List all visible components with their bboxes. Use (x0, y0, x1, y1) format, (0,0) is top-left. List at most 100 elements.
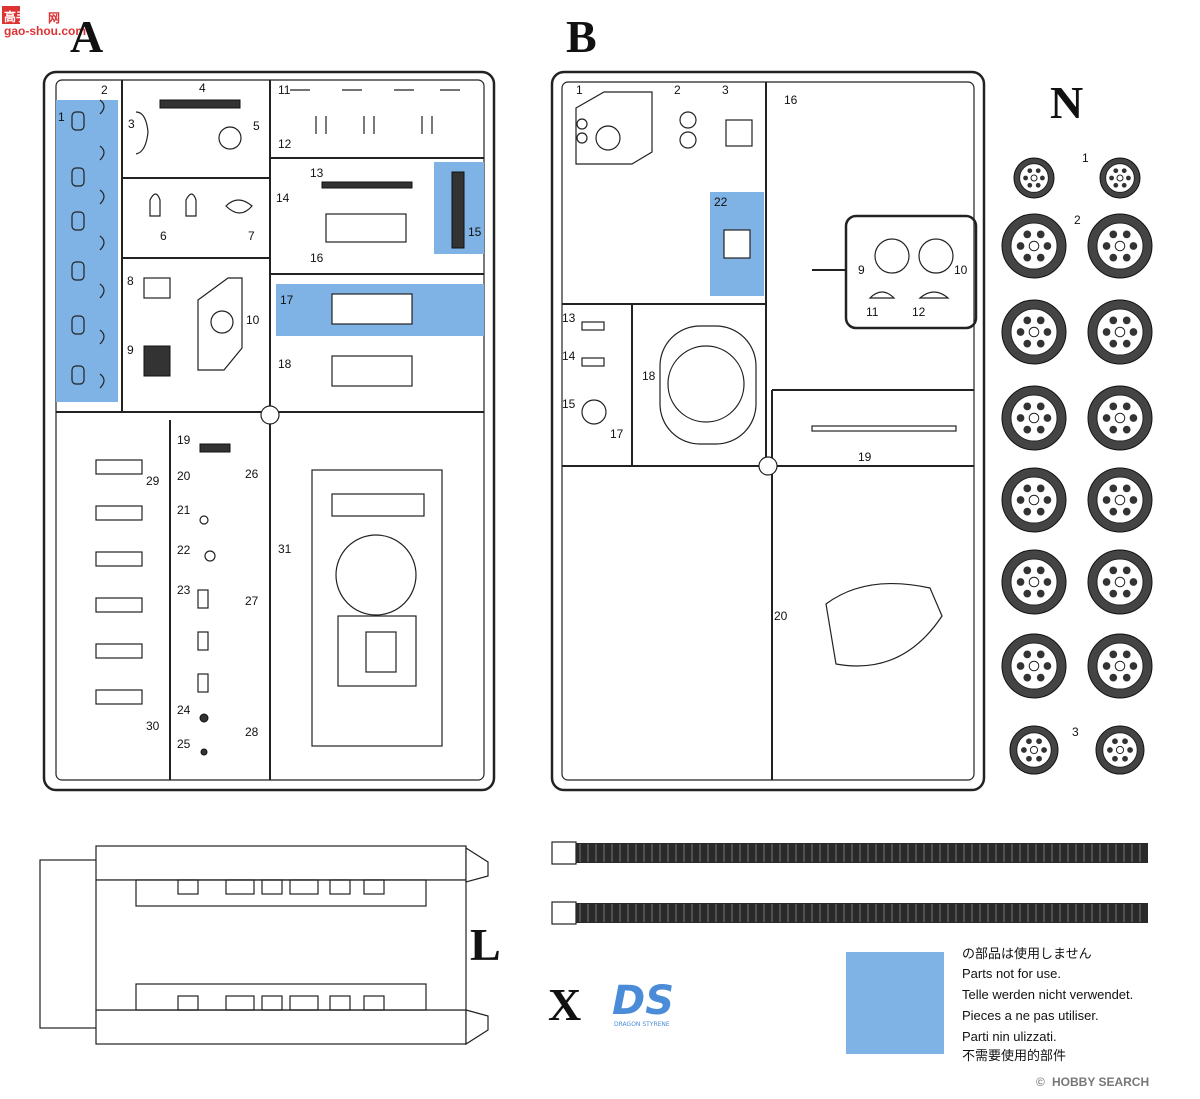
part-a16-label: 16 (310, 251, 324, 265)
wheel-n2-left-2 (1001, 299, 1067, 365)
part-a26-label: 26 (245, 467, 259, 481)
legend-swatch (846, 952, 944, 1054)
wheel-n2-right-4 (1087, 467, 1153, 533)
hobby-search-watermark: © HOBBY SEARCH (1036, 1075, 1149, 1089)
sprue-a-numbers: 1 2 3 4 5 6 7 8 9 10 11 12 13 14 15 16 1… (58, 81, 482, 751)
wheel-n1-left (1013, 157, 1055, 199)
part-b14-label: 14 (562, 349, 576, 363)
part-b13-label: 13 (562, 311, 576, 325)
track-strip-1 (576, 843, 1148, 863)
part-b1-label: 1 (576, 83, 583, 97)
wheel-n2-left-4 (1001, 467, 1067, 533)
wheel-n3-right (1095, 725, 1145, 775)
part-a6-label: 6 (160, 229, 167, 243)
watermark-copyright-icon: © (1036, 1075, 1045, 1089)
part-b22-label: 22 (714, 195, 728, 209)
part-a9-label: 9 (127, 343, 134, 357)
part-b2-label: 2 (674, 83, 681, 97)
part-a15-label: 15 (468, 225, 482, 239)
wheel-n2-right-2 (1087, 299, 1153, 365)
wheel-n3-left (1009, 725, 1059, 775)
wheel-n2-left-3 (1001, 385, 1067, 451)
sprue-b-frame (550, 70, 986, 792)
part-a29-label: 29 (146, 474, 160, 488)
part-a1-label: 1 (58, 110, 65, 124)
ds-logo-text: DS (612, 978, 674, 1024)
part-a3-label: 3 (128, 117, 135, 131)
part-a10-label: 10 (246, 313, 260, 327)
legend-line-zh: 不需要使用的部件 (962, 1048, 1066, 1063)
part-a8-label: 8 (127, 274, 134, 288)
legend-line-fr: Pieces a ne pas utiliser. (962, 1008, 1099, 1023)
track-links (551, 841, 1148, 925)
part-b10-label: 10 (954, 263, 968, 277)
wheel-n2-left-1 (1001, 213, 1067, 279)
part-a20-label: 20 (177, 469, 191, 483)
part-a21-label: 21 (177, 503, 191, 517)
watermark-url: gao-shou.com (4, 24, 86, 38)
legend: の部品は使用しません Parts not for use. Telle werd… (846, 946, 1133, 1063)
part-b16-label: 16 (784, 93, 798, 107)
part-a19-label: 19 (177, 433, 191, 447)
wheel-n2-right-6 (1087, 633, 1153, 699)
legend-line-it: Parti nin ulizzati. (962, 1029, 1057, 1044)
part-a30-label: 30 (146, 719, 160, 733)
part-b18-label: 18 (642, 369, 656, 383)
part-a18-label: 18 (278, 357, 292, 371)
part-a28-label: 28 (245, 725, 259, 739)
wheel-n2-right-3 (1087, 385, 1153, 451)
part-a7-label: 7 (248, 229, 255, 243)
sprue-b-numbers: 1 2 3 9 10 11 12 13 14 15 16 17 18 19 20… (562, 83, 968, 623)
hull-part-31 (311, 469, 443, 747)
wheel-n2-left-5 (1001, 549, 1067, 615)
ds-logo: DS DRAGON STYRENE (612, 978, 674, 1028)
part-a22-label: 22 (177, 543, 191, 557)
legend-line-ja: の部品は使用しません (962, 946, 1092, 961)
part-a5-label: 5 (253, 119, 260, 133)
wheel-n1-right (1099, 157, 1141, 199)
sprue-n-wheels (1001, 157, 1153, 775)
part-n2-label: 2 (1074, 213, 1081, 227)
watermark-hobby-search: HOBBY SEARCH (1052, 1075, 1149, 1089)
track-strip-2 (576, 903, 1148, 923)
part-a17-label: 17 (280, 293, 294, 307)
sprue-label-l: L (470, 919, 501, 970)
sprue-a-frame (42, 70, 496, 792)
wheel-n2-right-5 (1087, 549, 1153, 615)
site-watermark: 高手 网 gao-shou.com (2, 6, 86, 38)
part-a4-label: 4 (199, 81, 206, 95)
sprue-label-n: N (1050, 77, 1083, 128)
legend-line-de: Telle werden nicht verwendet. (962, 987, 1133, 1002)
part-a12-label: 12 (278, 137, 292, 151)
part-n3-label: 3 (1072, 725, 1079, 739)
wheel-n2-right-1 (1087, 213, 1153, 279)
part-b17-label: 17 (610, 427, 624, 441)
part-a27-label: 27 (245, 594, 259, 608)
part-b20-label: 20 (774, 609, 788, 623)
sprue-l-lower-hull (39, 845, 489, 1046)
part-a14-label: 14 (276, 191, 290, 205)
part-a25-label: 25 (177, 737, 191, 751)
part-b19-label: 19 (858, 450, 872, 464)
part-a13-label: 13 (310, 166, 324, 180)
part-b9-label: 9 (858, 263, 865, 277)
wheel-n2-left-6 (1001, 633, 1067, 699)
part-n1-label: 1 (1082, 151, 1089, 165)
watermark-chars: 高手 (4, 9, 28, 24)
part-b3-label: 3 (722, 83, 729, 97)
part-a11-label: 11 (278, 83, 291, 97)
part-b11-label: 11 (866, 305, 879, 319)
part-a2-label: 2 (101, 83, 108, 97)
ds-logo-subtext: DRAGON STYRENE (614, 1021, 670, 1028)
sprue-label-b: B (566, 11, 597, 62)
sprue-a-unused-1 (56, 100, 118, 402)
part-b15-label: 15 (562, 397, 576, 411)
part-a23-label: 23 (177, 583, 191, 597)
legend-line-en: Parts not for use. (962, 966, 1061, 981)
sprue-b (550, 70, 986, 792)
sprue-label-x: X (548, 979, 581, 1030)
sprue-a (42, 70, 496, 792)
part-b12-label: 12 (912, 305, 926, 319)
watermark-site-char: 网 (48, 11, 60, 25)
